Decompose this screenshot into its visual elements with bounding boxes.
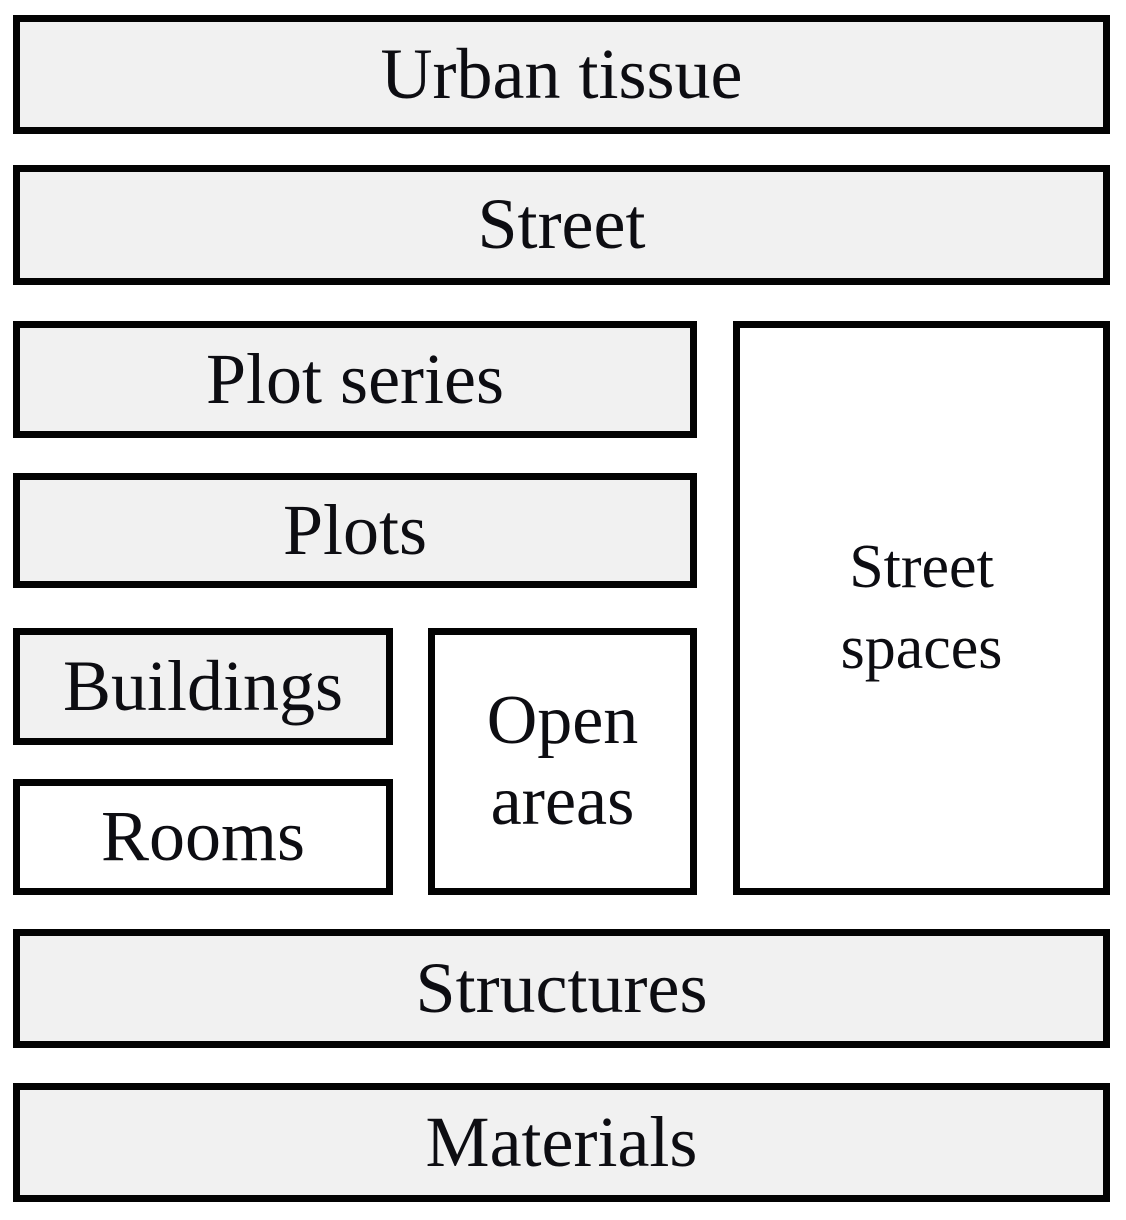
box-open-areas: Open areas: [428, 628, 697, 895]
box-materials: Materials: [13, 1083, 1110, 1202]
box-buildings: Buildings: [13, 628, 393, 745]
box-plot-series: Plot series: [13, 321, 697, 438]
box-plot-series-label: Plot series: [206, 338, 504, 419]
box-rooms: Rooms: [13, 779, 393, 895]
box-street: Street: [13, 165, 1110, 285]
box-buildings-label: Buildings: [62, 645, 344, 726]
box-rooms-label: Rooms: [100, 796, 306, 877]
box-structures: Structures: [13, 929, 1110, 1048]
box-street-spaces-label: Street spaces: [840, 533, 1003, 682]
box-structures-label: Structures: [415, 947, 708, 1028]
box-street-label: Street: [477, 184, 646, 265]
box-urban-tissue-label: Urban tissue: [380, 33, 743, 114]
box-plots: Plots: [13, 473, 697, 588]
box-street-spaces: Street spaces: [733, 321, 1110, 895]
box-urban-tissue: Urban tissue: [13, 15, 1110, 134]
box-open-areas-label: Open areas: [486, 682, 639, 840]
box-plots-label: Plots: [282, 489, 428, 570]
box-materials-label: Materials: [425, 1101, 698, 1182]
